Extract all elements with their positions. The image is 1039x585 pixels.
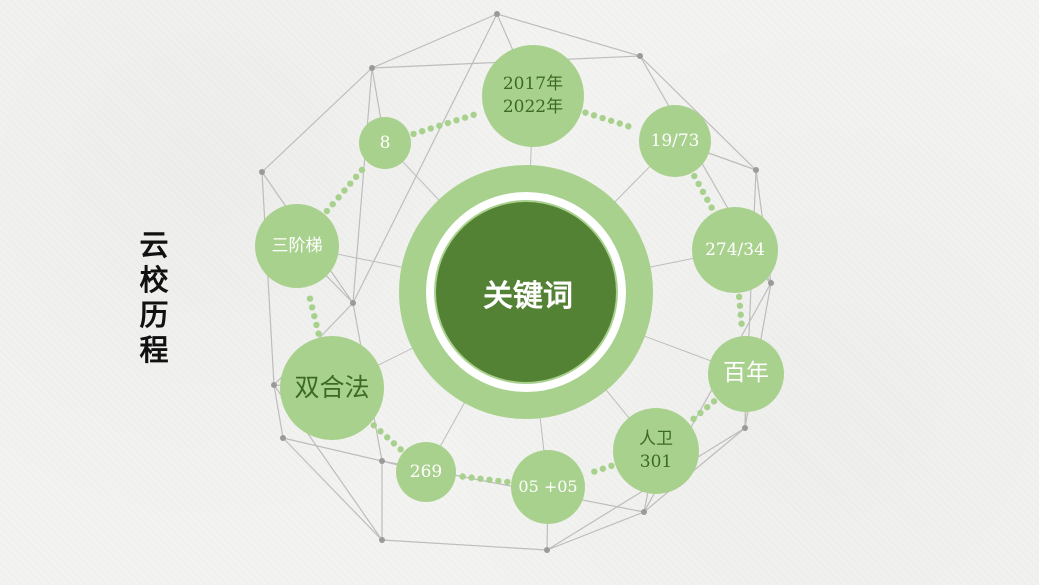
path-dot [352, 173, 360, 181]
path-dot [459, 473, 466, 480]
path-dot [699, 188, 707, 196]
path-dot [738, 320, 745, 327]
web-line [496, 13, 641, 57]
path-dot [410, 130, 417, 138]
path-dot [599, 465, 607, 472]
path-dot [397, 446, 404, 453]
web-vertex [641, 509, 647, 515]
web-vertex [350, 300, 356, 306]
path-dot [495, 477, 502, 485]
path-dot [504, 478, 511, 486]
path-dot [591, 468, 598, 475]
path-dot [691, 172, 698, 180]
keyword-node [511, 450, 585, 524]
path-dot [607, 117, 615, 124]
page-title: 云校历程 [139, 228, 169, 367]
web-vertex [637, 53, 643, 59]
path-dot [690, 415, 697, 423]
keyword-node [255, 204, 339, 288]
path-dot [608, 462, 615, 470]
web-line [261, 67, 373, 173]
web-line [371, 13, 498, 69]
path-dot [704, 403, 711, 411]
path-dot [347, 180, 354, 187]
web-line [352, 13, 498, 304]
path-dot [616, 120, 623, 127]
path-dot [341, 187, 348, 194]
web-line [273, 384, 284, 439]
path-dot [311, 312, 318, 320]
keyword-node [482, 45, 584, 147]
keyword-node [396, 442, 456, 502]
web-vertex [742, 425, 748, 431]
path-dot [315, 330, 322, 337]
path-dot [390, 440, 398, 447]
path-dot [708, 204, 715, 211]
outer-ring [399, 165, 653, 419]
path-dot [306, 295, 314, 302]
web-vertex [379, 537, 385, 543]
web-vertex [379, 458, 385, 464]
path-dot [370, 422, 378, 429]
web-vertex [544, 547, 550, 553]
path-dot [695, 180, 702, 188]
path-dot [590, 112, 598, 119]
path-dot [735, 293, 743, 301]
web-vertex [369, 65, 375, 71]
path-dot [436, 122, 443, 129]
path-dot [582, 109, 589, 116]
web-line [261, 171, 275, 386]
path-dot [335, 194, 342, 201]
center-disc [436, 202, 616, 382]
web-vertex [494, 11, 500, 17]
path-dot [625, 123, 632, 130]
web-vertex [768, 280, 774, 286]
path-dot [710, 398, 718, 405]
path-dot [444, 119, 452, 127]
web-vertex [271, 382, 277, 388]
web-line [381, 539, 548, 551]
keyword-node [359, 117, 411, 169]
path-dot [470, 111, 477, 119]
web-line [282, 437, 383, 541]
path-dot [477, 475, 484, 482]
path-dot [704, 196, 711, 203]
ring-gap [426, 192, 626, 392]
keyword-node [639, 105, 711, 177]
keyword-node [692, 207, 778, 293]
keyword-node [708, 336, 784, 412]
keyword-nodes [255, 45, 784, 524]
web-line [282, 437, 383, 462]
path-dot [736, 302, 744, 309]
dotted-path [306, 109, 745, 486]
web-vertex [259, 169, 265, 175]
web-line [639, 55, 757, 171]
web-line [546, 511, 645, 551]
keyword-node [613, 408, 699, 494]
path-dot [427, 125, 434, 132]
path-dot [599, 114, 606, 122]
path-dot [308, 304, 316, 311]
path-dot [418, 127, 426, 135]
path-dot [486, 476, 493, 484]
path-dot [468, 474, 475, 481]
path-dot [358, 166, 366, 174]
web-line [352, 67, 373, 304]
path-dot [313, 321, 320, 329]
path-dot [377, 428, 384, 435]
path-dot [461, 114, 469, 121]
path-dot [737, 311, 744, 318]
path-dot [323, 207, 331, 215]
center-label: 关键词 [483, 279, 573, 314]
path-dot [697, 409, 704, 417]
path-dot [384, 434, 391, 441]
web-vertex [280, 435, 286, 441]
web-vertex [753, 167, 759, 173]
path-dot [453, 117, 460, 124]
keyword-node [280, 336, 384, 440]
path-dot [329, 200, 336, 208]
